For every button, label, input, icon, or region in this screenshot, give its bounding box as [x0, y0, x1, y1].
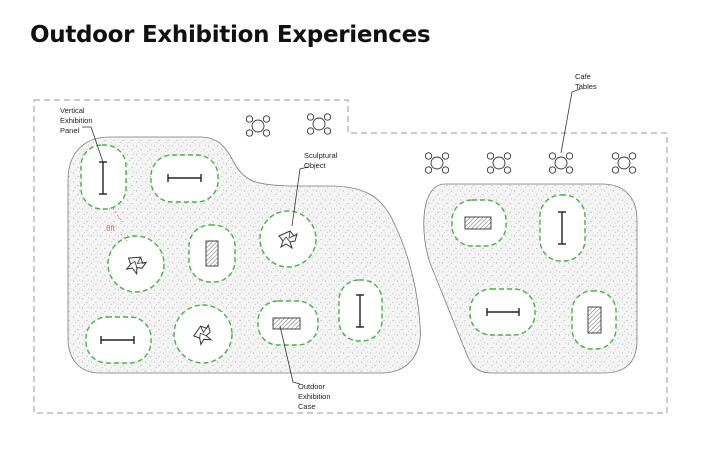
exhibit-pad-case: [188, 224, 236, 283]
cafe-table-icon: [548, 152, 574, 174]
exhibit-pad-case: [257, 300, 319, 346]
exhibit-pad-vertical-panel: [539, 194, 586, 262]
case-leader-line: [279, 325, 301, 385]
cafe-callout: Cafe Tables: [575, 72, 597, 91]
cafe-table-icon: [245, 115, 271, 137]
exhibit-pad-vertical-panel: [338, 279, 383, 342]
exhibit-pad-horizontal-panel: [469, 288, 536, 336]
exhibit-pad-horizontal-panel: [150, 154, 219, 203]
sculpture-leader-line: [291, 166, 309, 227]
exhibit-pad-vertical-panel: [80, 144, 127, 210]
spacing-label: 6ft: [106, 224, 116, 233]
site-boundary: [33, 99, 668, 414]
exhibit-pad-sculpture: [107, 235, 165, 293]
page-title: Outdoor Exhibition Experiences: [30, 22, 431, 48]
exhibit-pad-sculpture: [173, 304, 233, 364]
panel-leader-line: [82, 126, 104, 163]
cafe-table-icon: [611, 152, 637, 174]
spacing-dimension-line: [112, 207, 123, 223]
exhibit-pad-horizontal-panel: [85, 316, 152, 364]
cafe-table-icon: [306, 113, 332, 135]
exhibit-pad-sculpture: [259, 210, 317, 268]
panel-callout: Vertical Exhibition Panel: [60, 106, 95, 135]
cafe-leader-line: [560, 88, 581, 154]
exhibit-pad-case: [451, 199, 507, 247]
left-gravel-texture: [68, 137, 421, 373]
sculpture-callout: Sculptural Object: [304, 151, 339, 170]
cafe-table-icon: [486, 152, 512, 174]
case-callout: Outdoor Exhibition Case: [298, 382, 333, 411]
cafe-table-icon: [424, 152, 450, 174]
exhibit-pad-case: [571, 290, 617, 350]
spacing-dimension-line: [120, 233, 128, 242]
